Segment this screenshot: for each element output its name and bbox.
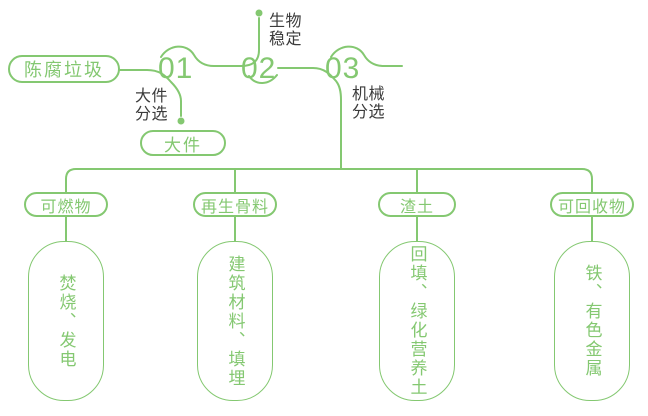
category-label: 再生骨料 [200,198,269,216]
detail-box-slag-soil: 回填、绿化营养土 [379,241,455,401]
connector-source-to-bulky-drop [119,69,182,117]
process-label-bio-stabilization: 生物 稳定 [269,13,303,48]
detail-box-recyclables: 铁、有色金属 [554,241,630,401]
bulky-item-pill: 大件 [140,130,226,156]
category-pill-recyclables: 可回收物 [550,192,634,217]
process-label-bulky-sorting: 大件 分选 [135,88,169,123]
bulky-branch-dot [177,117,185,125]
detail-text: 铁、有色金属 [582,264,602,378]
source-label: 陈腐垃圾 [24,60,104,80]
step-02-number: 02 [241,52,277,85]
detail-text: 焚烧、发电 [56,273,76,369]
detail-text: 建筑材料、填埋 [225,254,245,388]
process-label-mechanical-sorting: 机械 分选 [352,86,386,121]
category-label: 渣土 [399,198,434,216]
step-03-number: 03 [325,52,361,85]
detail-text: 回填、绿化营养土 [407,245,427,397]
connector-step1-arc-to-step2-bio-branch [160,17,260,67]
connector-step2-tail-arc [248,74,278,84]
category-pill-recycled-aggregate: 再生骨料 [193,192,277,217]
category-pill-slag-soil: 渣土 [378,192,456,217]
distribution-bar [65,168,593,193]
detail-box-recycled-aggregate: 建筑材料、填埋 [197,241,273,401]
connector-step2-to-step3-drop [277,67,342,169]
category-pill-combustibles: 可燃物 [24,192,108,217]
connector-step3-arc-to-end [330,45,403,67]
step-01-number: 01 [158,52,194,85]
source-pill: 陈腐垃圾 [8,55,120,83]
category-label: 可回收物 [557,198,626,216]
bio-branch-dot [255,9,263,17]
category-label: 可燃物 [40,198,92,216]
detail-box-combustibles: 焚烧、发电 [28,241,104,401]
bulky-item-label: 大件 [164,135,202,155]
